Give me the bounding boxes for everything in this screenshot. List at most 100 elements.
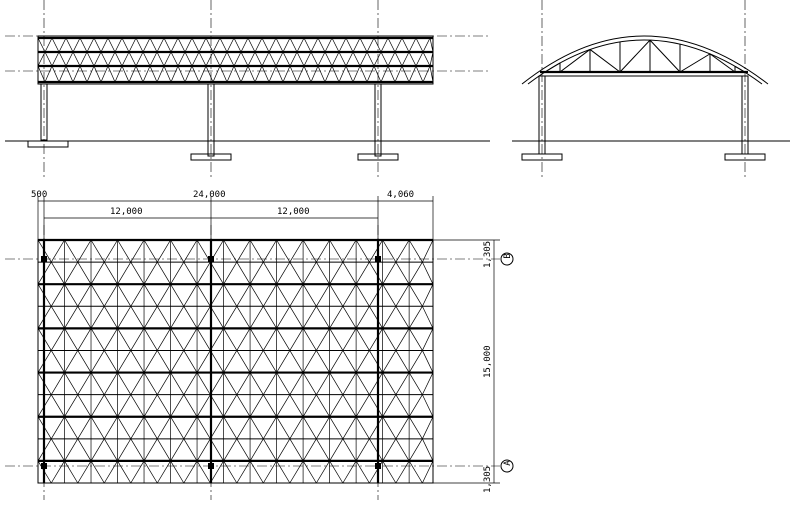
truss-web-member [352, 65, 361, 83]
lattice-member [170, 438, 185, 462]
lattice-member [355, 306, 370, 329]
lattice-member [50, 394, 65, 417]
truss-web-member [289, 65, 298, 83]
lattice-member [143, 261, 158, 285]
lattice-member [90, 372, 105, 395]
lattice-member [369, 350, 383, 373]
truss-web-member [44, 37, 53, 53]
lattice-member [263, 350, 277, 373]
truss-web-member [191, 37, 200, 53]
lattice-member [249, 239, 264, 263]
lattice-member [408, 460, 423, 484]
lattice-member [395, 372, 410, 395]
lattice-member [382, 372, 397, 395]
lattice-member [90, 350, 105, 373]
lattice-member [408, 438, 423, 462]
lattice-member [289, 306, 304, 329]
truss-web-member [212, 65, 221, 83]
lattice-member [196, 350, 211, 373]
lattice-member [316, 416, 330, 439]
truss-web-member [65, 37, 74, 53]
truss-diagonal [544, 62, 561, 73]
truss-web-member [79, 37, 88, 53]
truss-web-member [401, 37, 410, 53]
lattice-member [289, 372, 304, 395]
lattice-member [210, 438, 224, 462]
truss-web-member [303, 65, 312, 83]
lattice-member [329, 261, 344, 285]
lattice-member [103, 328, 118, 351]
truss-web-member [121, 51, 130, 67]
truss-web-member [65, 51, 74, 67]
truss-web-member [408, 65, 417, 83]
lattice-member [223, 372, 238, 395]
truss-web-member [317, 51, 326, 67]
truss-web-member [373, 51, 382, 67]
lattice-member [342, 460, 357, 484]
lattice-member [316, 394, 330, 417]
truss-web [37, 37, 434, 83]
truss-web-member [380, 65, 389, 83]
truss-web-member [324, 51, 333, 67]
truss-diagonal [559, 49, 591, 73]
truss-web-member [79, 65, 88, 83]
lattice-member [90, 306, 105, 329]
lattice-member [276, 350, 291, 373]
lattice-member [117, 460, 132, 484]
truss-web-member [359, 51, 368, 67]
lattice-member [369, 416, 383, 439]
truss-diagonal [589, 49, 621, 73]
truss-web-member [205, 65, 214, 83]
truss-diagonal [679, 53, 711, 73]
truss-web-member [142, 51, 151, 67]
lattice-member [210, 372, 224, 395]
truss-web-member [170, 51, 179, 67]
truss-web-member [226, 37, 235, 53]
truss-web-member [254, 65, 263, 83]
lattice-member [90, 416, 105, 439]
lattice-member [249, 261, 264, 285]
lattice-member [395, 261, 410, 285]
lattice-member [210, 416, 224, 439]
truss-web-member [296, 65, 305, 83]
lattice-member [223, 350, 238, 373]
lattice-member [249, 372, 264, 395]
lattice-member [210, 261, 224, 285]
lattice-member [90, 284, 105, 307]
lattice-member [77, 328, 92, 351]
truss-web-member [114, 65, 123, 83]
lattice-member [408, 394, 423, 417]
truss-web-member [401, 65, 410, 83]
lattice-member [302, 306, 317, 329]
column-marker [41, 256, 47, 262]
lattice-member [382, 438, 397, 462]
truss-web-member [233, 37, 242, 53]
lattice-member [64, 394, 79, 417]
lattice-member [77, 261, 92, 285]
lattice-member [130, 350, 145, 373]
lattice-member [210, 394, 224, 417]
truss-web-member [310, 65, 319, 83]
lattice-member [236, 460, 251, 484]
truss-web-member [219, 37, 228, 53]
lattice-member [382, 416, 397, 439]
dim-overhang-left: 500 [31, 190, 47, 200]
lattice-member [369, 328, 383, 351]
lattice-member [422, 372, 434, 395]
lattice-member [170, 284, 185, 307]
lattice-member [77, 416, 92, 439]
lattice-member [369, 284, 383, 307]
lattice-member [422, 438, 434, 462]
truss-web-member [233, 51, 242, 67]
lattice-member [342, 261, 357, 285]
truss-web-member [72, 51, 81, 67]
dim-overhang-right: 4,060 [387, 190, 414, 200]
lattice-member [170, 372, 185, 395]
lattice-member [355, 394, 370, 417]
lattice-member [103, 306, 118, 329]
truss-web-member [58, 37, 67, 53]
lattice-member [342, 284, 357, 307]
lattice-member [382, 239, 397, 263]
truss-web-member [401, 51, 410, 67]
truss-web-member [226, 65, 235, 83]
